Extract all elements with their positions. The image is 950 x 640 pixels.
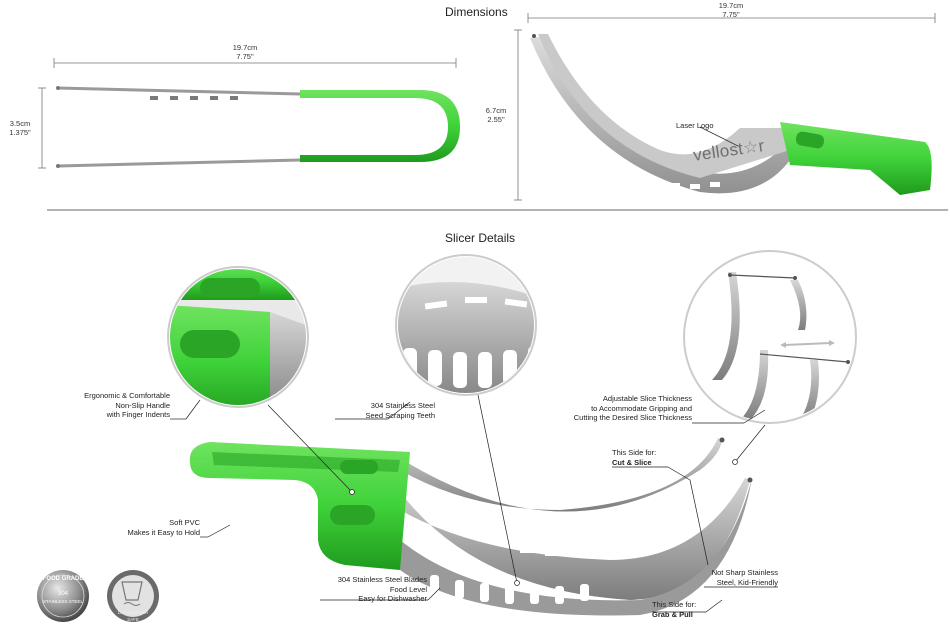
- top-view-dimension-lines: [38, 58, 457, 169]
- callout-leaders: [170, 394, 778, 613]
- right-height-in: 2.55": [487, 115, 505, 124]
- blades-callout: 304 Stainless Steel Blades Food Level Ea…: [305, 575, 427, 604]
- cut-side-bold: Cut & Slice: [612, 457, 652, 467]
- adjust-callout-line: Adjustable Slice Thickness: [602, 394, 692, 403]
- right-height-cm: 6.7cm: [485, 106, 507, 115]
- laser-logo-label: Laser Logo: [676, 121, 714, 130]
- handle-callout-line: Non-Slip Handle: [115, 400, 170, 410]
- left-height-cm: 3.5cm: [9, 119, 31, 128]
- handle-callout-line: Ergonomic & Comfortable: [84, 391, 170, 400]
- right-length-label: 19.7cm 7.75": [706, 1, 756, 19]
- zoom-teeth: [395, 254, 537, 396]
- not-sharp-callout-line: Steel, Kid-Friendly: [716, 577, 778, 587]
- blades-callout-line: Easy for Dishwasher: [358, 594, 427, 603]
- blades-callout-line: Food Level: [389, 584, 427, 594]
- grab-side-callout: This Side for: Grab & Pull: [652, 600, 696, 619]
- left-height-in: 1.375": [9, 128, 31, 137]
- adjust-callout: Adjustable Slice Thickness to Accommodat…: [560, 394, 692, 423]
- top-length-label: 19.7cm 7.75": [220, 43, 270, 61]
- left-height-label: 3.5cm 1.375": [2, 119, 38, 137]
- cut-side-pre: This Side for:: [612, 448, 657, 457]
- dimensions-title: Dimensions: [445, 5, 508, 19]
- dishwasher-safe-badge-text: DISHWASHER SAFE: [117, 610, 149, 622]
- food-grade-line: STAINLESS STEEL: [43, 599, 83, 604]
- pvc-callout: Soft PVC Makes it Easy to Hold: [100, 518, 200, 537]
- food-grade-badge: [37, 570, 89, 622]
- cut-side-callout: This Side for: Cut & Slice: [612, 448, 656, 467]
- top-length-in: 7.75": [236, 52, 254, 61]
- right-height-label: 6.7cm 2.55": [478, 106, 514, 124]
- handle-callout-line: with Finger Indents: [106, 410, 170, 419]
- top-length-cm: 19.7cm: [232, 43, 258, 52]
- teeth-callout-line: Seed Scraping Teeth: [365, 410, 436, 420]
- handle-callout: Ergonomic & Comfortable Non-Slip Handle …: [60, 391, 170, 420]
- teeth-callout: 304 Stainless Steel Seed Scraping Teeth: [335, 401, 436, 420]
- side-view-slicer: [530, 34, 932, 195]
- grab-side-bold: Grab & Pull: [652, 609, 693, 619]
- grab-side-pre: This Side for:: [652, 600, 697, 609]
- main-slicer: [189, 437, 753, 616]
- food-grade-badge-text: FOOD GRADE 304 STAINLESS STEEL: [40, 576, 86, 605]
- top-view-slicer: [56, 86, 460, 168]
- pvc-callout-line: Soft PVC: [169, 518, 200, 527]
- right-length-cm: 19.7cm: [718, 1, 744, 10]
- not-sharp-callout-line: Not Sharp Stainless: [711, 568, 778, 577]
- teeth-callout-line: 304 Stainless Steel: [370, 401, 435, 410]
- blades-callout-line: 304 Stainless Steel Blades: [337, 575, 427, 584]
- slicer-details-title: Slicer Details: [445, 231, 516, 245]
- right-length-in: 7.75": [722, 10, 740, 19]
- adjust-callout-line: Cutting the Desired Slice Thickness: [573, 413, 692, 422]
- dishwasher-safe-badge: [107, 570, 159, 622]
- food-grade-line: FOOD GRADE: [42, 576, 84, 582]
- side-view-dimension-lines: [514, 13, 936, 201]
- adjust-callout-line: to Accommodate Gripping and: [591, 403, 692, 413]
- pvc-callout-line: Makes it Easy to Hold: [127, 527, 200, 537]
- zoom-adjust: [683, 250, 857, 424]
- food-grade-line: 304: [57, 591, 68, 597]
- zoom-handle: [167, 266, 309, 408]
- not-sharp-callout: Not Sharp Stainless Steel, Kid-Friendly: [690, 568, 778, 587]
